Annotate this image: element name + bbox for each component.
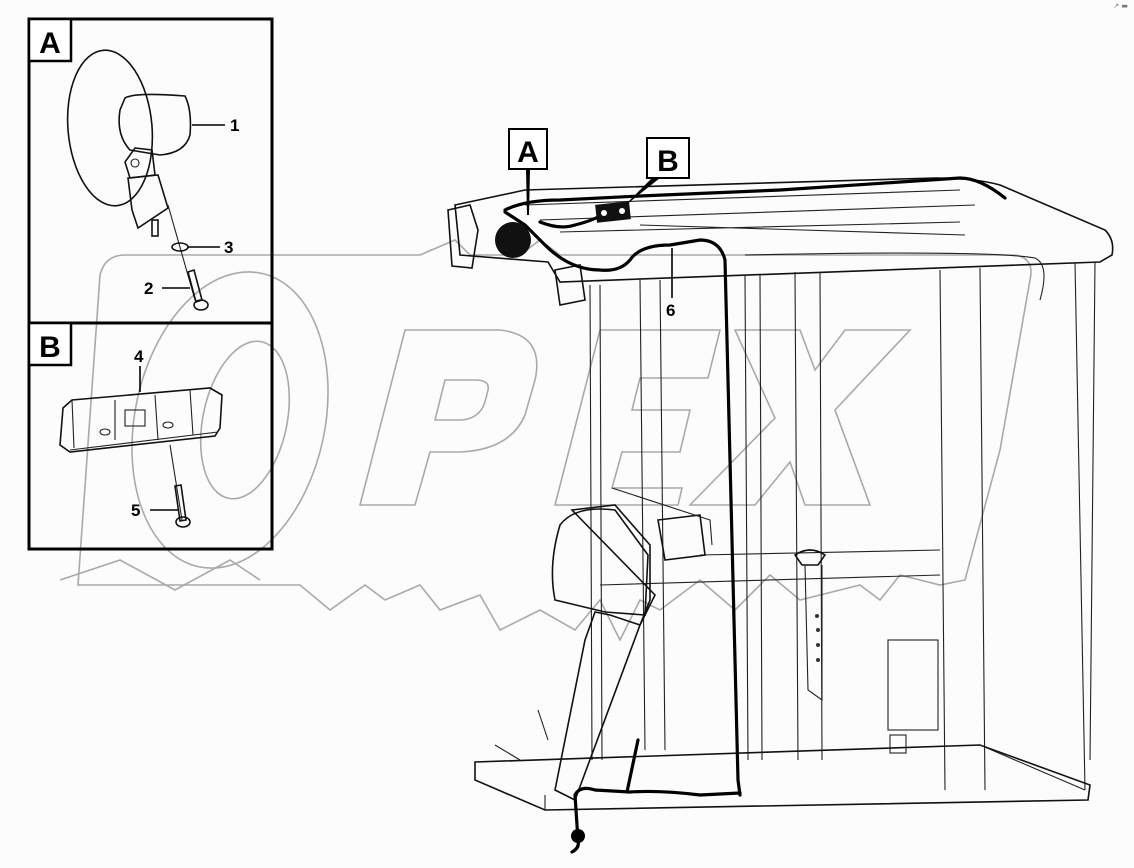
harness-connector [571,829,585,843]
watermark-letter-o [131,271,329,569]
switch-panel-illustration [59,387,223,453]
callout-3: 3 [224,238,233,257]
switch-panel-location [595,201,631,223]
inset-b-tag: B [39,331,61,364]
watermark-gear-outline [77,239,1032,642]
dome-lamp-location [495,222,531,258]
watermark-letter-p [358,329,538,506]
screw-illustration [169,444,191,528]
main-tag-b: B [622,137,690,208]
main-tag-b-label: B [657,145,679,178]
callout-4: 4 [134,347,144,366]
inset-a-panel: A 1 3 2 [27,17,274,325]
corner-mark: ↗ ▬ [1113,2,1128,10]
watermark-letter-x [688,329,912,506]
inset-b-panel: B 4 5 [27,321,274,551]
watermark-letter-e [553,329,722,506]
main-tag-a: A [508,128,548,215]
screw-illustration [187,268,209,311]
callout-5: 5 [131,501,140,520]
inset-a-tag: A [39,27,61,60]
main-tag-a-label: A [517,136,539,169]
cab-roof [454,177,1114,283]
callout-2: 2 [144,279,153,298]
callout-6: 6 [666,301,675,320]
cab-floor [474,744,1091,811]
watermark-logo [59,239,1032,642]
callout-1: 1 [230,116,239,135]
operator-seat [554,504,656,802]
cab-frame [447,177,1114,811]
lamp-illustration [66,49,196,301]
wiring-harness [495,176,1007,854]
